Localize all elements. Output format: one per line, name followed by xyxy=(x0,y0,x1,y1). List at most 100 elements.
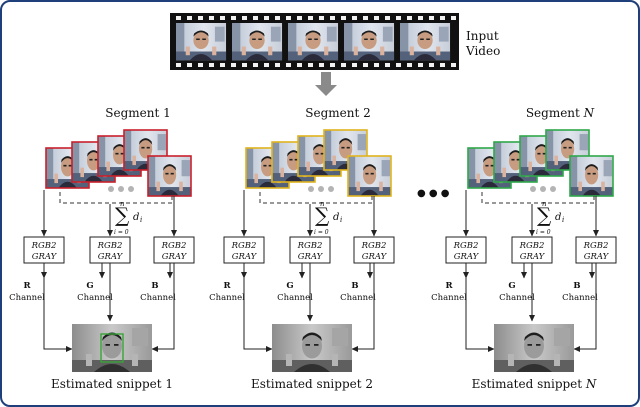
rgb2gray-label-line2: GRAY xyxy=(32,252,58,262)
rgb2gray-label-line2: GRAY xyxy=(454,252,480,262)
film-sprocket-hole xyxy=(297,63,302,67)
segment-frame xyxy=(569,155,614,197)
rgb2gray-label-line2: GRAY xyxy=(232,252,258,262)
film-frame xyxy=(400,23,451,61)
rgb2gray-label-line1: RGB2 xyxy=(31,241,57,251)
film-sprocket-hole xyxy=(429,63,434,67)
summation-subscript: i xyxy=(340,216,342,224)
snippet-caption: Estimated snippet 1 xyxy=(51,377,173,391)
summation-lower: i = 0 xyxy=(114,229,129,236)
rgb2gray-label-line2: GRAY xyxy=(298,252,324,262)
film-sprocket-hole xyxy=(242,16,247,20)
estimated-snippet-image xyxy=(494,324,574,372)
film-sprocket-hole xyxy=(363,16,368,20)
film-sprocket-hole xyxy=(220,16,225,20)
film-sprocket-hole xyxy=(209,63,214,67)
film-sprocket-hole xyxy=(187,63,192,67)
dashed-selector-line xyxy=(259,192,373,204)
film-sprocket-hole xyxy=(253,16,258,20)
film-sprocket-hole xyxy=(264,63,269,67)
channel-letter: G xyxy=(508,281,515,291)
frame-ellipsis-dot xyxy=(318,186,324,192)
film-frame xyxy=(232,23,283,61)
arrow-r-to-snippet xyxy=(43,263,73,352)
film-sprocket-hole xyxy=(308,16,313,20)
film-frame xyxy=(176,23,227,61)
channel-letter: B xyxy=(351,281,358,291)
film-sprocket-hole xyxy=(209,16,214,20)
rgb2gray-label-line2: GRAY xyxy=(98,252,124,262)
rgb2gray-label-line1: RGB2 xyxy=(583,241,609,251)
film-sprocket-hole xyxy=(286,16,291,20)
input-video-label-line2: Video xyxy=(465,44,500,58)
segment-frame xyxy=(323,129,368,171)
channel-word: Channel xyxy=(431,293,467,303)
film-sprocket-hole xyxy=(374,16,379,20)
arrow-b-to-snippet xyxy=(573,263,597,352)
film-frame xyxy=(288,23,339,61)
frame-ellipsis-dot xyxy=(550,186,556,192)
film-sprocket-hole xyxy=(385,16,390,20)
input-video-label-line1: Input xyxy=(466,29,499,43)
summation-symbol: ∑ xyxy=(537,203,552,227)
rgb2gray-label-line1: RGB2 xyxy=(453,241,479,251)
film-sprocket-hole xyxy=(396,63,401,67)
summation-subscript: i xyxy=(140,216,142,224)
film-sprocket-hole xyxy=(451,16,456,20)
summation-upper: n xyxy=(120,200,125,208)
frame-ellipsis-dot xyxy=(530,186,536,192)
film-sprocket-hole xyxy=(187,16,192,20)
channel-word: Channel xyxy=(277,293,313,303)
channel-word: Channel xyxy=(77,293,113,303)
arrow-b-to-snippet xyxy=(351,263,375,352)
channel-letter: R xyxy=(445,281,453,291)
film-sprocket-hole xyxy=(396,16,401,20)
channel-letter: B xyxy=(151,281,158,291)
channel-word: Channel xyxy=(9,293,45,303)
summation-symbol: ∑ xyxy=(315,203,330,227)
channel-word: Channel xyxy=(340,293,376,303)
channel-letter: R xyxy=(23,281,31,291)
film-sprocket-hole xyxy=(330,63,335,67)
rgb2gray-label-line2: GRAY xyxy=(520,252,546,262)
face-roi-box xyxy=(100,333,124,363)
film-sprocket-hole xyxy=(330,16,335,20)
film-sprocket-hole xyxy=(407,16,412,20)
rgb2gray-label-line1: RGB2 xyxy=(231,241,257,251)
film-sprocket-hole xyxy=(308,63,313,67)
down-arrow-icon xyxy=(315,72,337,96)
frame-ellipsis-dot xyxy=(128,186,134,192)
frame-ellipsis-dot xyxy=(540,186,546,192)
estimated-snippet-image xyxy=(272,324,352,372)
film-sprocket-hole xyxy=(275,63,280,67)
channel-letter: G xyxy=(286,281,293,291)
segment-title: Segment 1 xyxy=(105,106,170,120)
arrow-r-to-snippet xyxy=(465,263,495,352)
channel-letter: B xyxy=(573,281,580,291)
film-sprocket-hole xyxy=(319,16,324,20)
summation-subscript: i xyxy=(562,216,564,224)
film-sprocket-hole xyxy=(407,63,412,67)
frame-ellipsis-dot xyxy=(118,186,124,192)
film-sprocket-hole xyxy=(242,63,247,67)
channel-word: Channel xyxy=(209,293,245,303)
film-sprocket-hole xyxy=(231,16,236,20)
snippet-caption: Estimated snippet N xyxy=(472,377,597,391)
segment-frame xyxy=(123,129,168,171)
channel-word: Channel xyxy=(562,293,598,303)
film-sprocket-hole xyxy=(319,63,324,67)
rgb2gray-label-line2: GRAY xyxy=(584,252,610,262)
rgb2gray-label-line1: RGB2 xyxy=(361,241,387,251)
film-sprocket-hole xyxy=(176,16,181,20)
summation-lower: i = 0 xyxy=(314,229,329,236)
summation-lower: i = 0 xyxy=(536,229,551,236)
